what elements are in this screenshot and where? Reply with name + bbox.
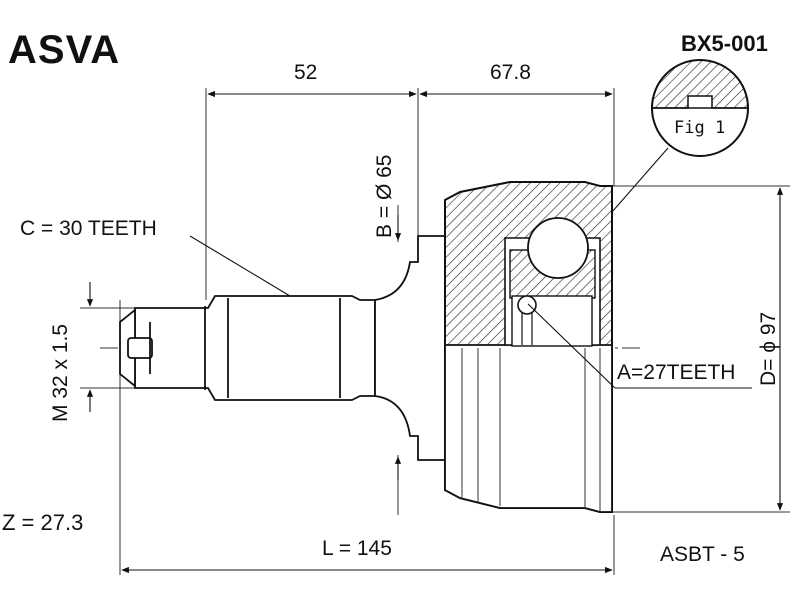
- housing-ribs: [461, 348, 601, 512]
- brand-logo: ASVA: [8, 28, 121, 72]
- housing-body: [444, 344, 613, 513]
- neck: [374, 235, 446, 461]
- dim-thread: M 32 x 1.5: [49, 323, 72, 422]
- leader-lines: [189, 147, 752, 389]
- dim-b-diameter: B = Ø 65: [373, 154, 396, 238]
- dim-length: L = 145: [322, 537, 392, 560]
- ball-small: [517, 295, 537, 315]
- dim-52: 52: [294, 61, 318, 84]
- fig1-label: Fig 1: [674, 118, 726, 138]
- dimension-lines: [86, 90, 784, 574]
- dim-d-diameter: D= ϕ 97: [757, 311, 780, 386]
- dim-67-8: 67.8: [490, 61, 531, 84]
- dim-z: Z = 27.3: [2, 510, 84, 535]
- ball-large: [527, 217, 589, 279]
- dim-a-teeth: A=27TEETH: [617, 361, 736, 384]
- dim-c-teeth: C = 30 TEETH: [20, 217, 157, 240]
- fig1-detail: [651, 59, 749, 157]
- part-number: BX5-001: [681, 31, 768, 56]
- boot-code: ASBT - 5: [660, 543, 745, 566]
- shaft: [119, 295, 376, 401]
